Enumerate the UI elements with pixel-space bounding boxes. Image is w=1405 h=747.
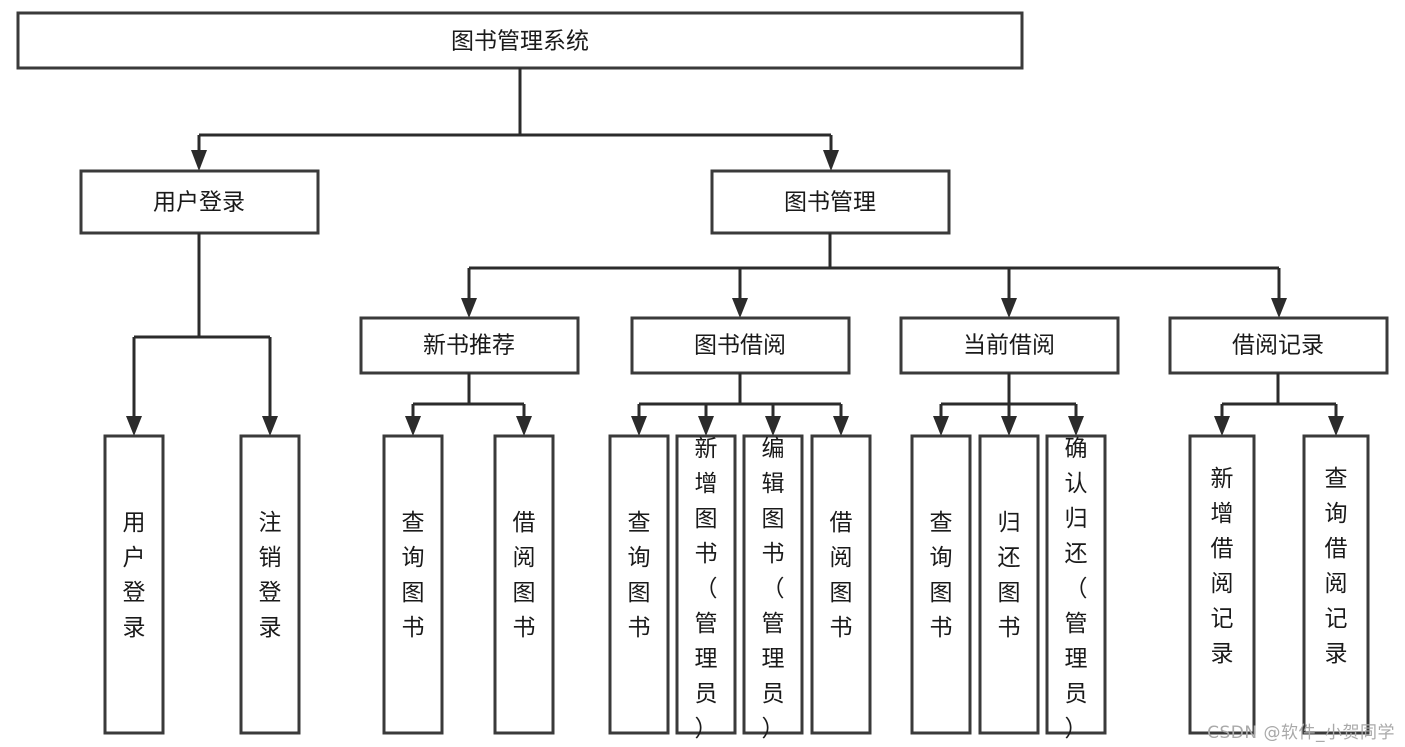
leaf-box[interactable]	[239, 434, 301, 735]
leaf-label: 查询借阅记录	[1325, 466, 1348, 667]
node-borrow-record[interactable]: 借阅记录	[1168, 316, 1389, 375]
arrow-head-icon	[191, 150, 207, 171]
current-borrow-label: 当前借阅	[963, 333, 1055, 359]
node-current-borrow[interactable]: 当前借阅	[899, 316, 1120, 375]
leaf-label: 新增图书（管理员）	[695, 436, 718, 742]
connector-book-management-to-level3	[461, 233, 1287, 318]
arrow-head-icon	[1001, 298, 1017, 318]
leaf-return-book[interactable]: 归还图书	[978, 434, 1040, 735]
arrow-head-icon	[933, 416, 949, 436]
arrow-head-icon	[833, 416, 849, 436]
leaf-box[interactable]	[1188, 434, 1256, 735]
node-user-login[interactable]: 用户登录	[79, 169, 320, 235]
leaf-label: 查询图书	[628, 510, 651, 641]
root-box[interactable]	[16, 11, 1024, 70]
connector-root-to-level2	[191, 68, 839, 171]
current-borrow-box[interactable]	[899, 316, 1120, 375]
leaf-box[interactable]	[493, 434, 555, 735]
node-root[interactable]: 图书管理系统	[16, 11, 1024, 70]
leaf-query-borrow-record[interactable]: 查询借阅记录	[1302, 434, 1370, 735]
leaf-label: 确认归还（管理员）	[1065, 436, 1088, 742]
borrow-record-label: 借阅记录	[1232, 333, 1324, 359]
new-book-recommend-box[interactable]	[359, 316, 580, 375]
csdn-watermark: CSDN @软件_小贺同学	[1207, 723, 1395, 743]
leaf-label: 借阅图书	[830, 510, 853, 641]
leaf-label: 注销登录	[259, 510, 282, 641]
leaf-box[interactable]	[103, 434, 165, 735]
leaf-label: 用户登录	[123, 510, 146, 641]
arrow-head-icon	[461, 298, 477, 318]
node-book-management[interactable]: 图书管理	[710, 169, 951, 235]
leaf-label: 借阅图书	[513, 510, 536, 641]
leaf-logout[interactable]: 注销登录	[239, 434, 301, 735]
leaf-box[interactable]	[978, 434, 1040, 735]
arrow-head-icon	[732, 298, 748, 318]
user-login-label: 用户登录	[153, 190, 245, 216]
leaf-label: 查询图书	[930, 510, 953, 641]
arrow-head-icon	[765, 416, 781, 436]
leaf-box[interactable]	[608, 434, 670, 735]
leaf-box[interactable]	[1302, 434, 1370, 735]
leaf-edit-book-admin[interactable]: 编辑图书（管理员）	[742, 434, 804, 742]
arrow-head-icon	[262, 416, 278, 436]
arrow-head-icon	[631, 416, 647, 436]
book-management-label: 图书管理	[784, 190, 876, 216]
connector-current-borrow-to-leaves	[933, 373, 1084, 436]
leaf-box[interactable]	[1045, 434, 1107, 735]
leaf-query-book-recommend[interactable]: 查询图书	[382, 434, 444, 735]
arrow-head-icon	[1271, 298, 1287, 318]
node-book-borrow[interactable]: 图书借阅	[630, 316, 851, 375]
root-label: 图书管理系统	[451, 29, 589, 55]
leaf-label: 编辑图书（管理员）	[762, 436, 785, 742]
book-borrow-label: 图书借阅	[694, 333, 786, 359]
connector-book-borrow-to-leaves	[631, 373, 849, 436]
arrow-head-icon	[126, 416, 142, 436]
leaf-query-book-borrow[interactable]: 查询图书	[608, 434, 670, 735]
node-new-book-recommend[interactable]: 新书推荐	[359, 316, 580, 375]
new-book-recommend-label: 新书推荐	[423, 333, 515, 359]
connector-new-book-recommend-to-leaves	[405, 373, 532, 436]
user-login-box[interactable]	[79, 169, 320, 235]
arrow-head-icon	[516, 416, 532, 436]
leaf-box[interactable]	[742, 434, 804, 735]
leaf-query-book-current[interactable]: 查询图书	[910, 434, 972, 735]
leaf-borrow-book-borrow[interactable]: 借阅图书	[810, 434, 872, 735]
leaf-label: 查询图书	[402, 510, 425, 641]
connector-user-login-to-leaves	[126, 233, 278, 436]
leaf-borrow-book-recommend[interactable]: 借阅图书	[493, 434, 555, 735]
arrow-head-icon	[1328, 416, 1344, 436]
leaf-confirm-return-admin[interactable]: 确认归还（管理员）	[1045, 434, 1107, 742]
leaf-box[interactable]	[382, 434, 444, 735]
arrow-head-icon	[405, 416, 421, 436]
leaf-user-login[interactable]: 用户登录	[103, 434, 165, 735]
arrow-head-icon	[698, 416, 714, 436]
leaf-box[interactable]	[675, 434, 737, 735]
leaf-box[interactable]	[810, 434, 872, 735]
arrow-head-icon	[1001, 416, 1017, 436]
leaf-box[interactable]	[910, 434, 972, 735]
leaf-add-borrow-record[interactable]: 新增借阅记录	[1188, 434, 1256, 735]
arrow-head-icon	[1068, 416, 1084, 436]
arrow-head-icon	[823, 150, 839, 171]
connector-borrow-record-to-leaves	[1214, 373, 1344, 436]
leaf-label: 归还图书	[998, 510, 1021, 641]
arrow-head-icon	[1214, 416, 1230, 436]
leaf-add-book-admin[interactable]: 新增图书（管理员）	[675, 434, 737, 742]
leaf-label: 新增借阅记录	[1211, 466, 1234, 667]
